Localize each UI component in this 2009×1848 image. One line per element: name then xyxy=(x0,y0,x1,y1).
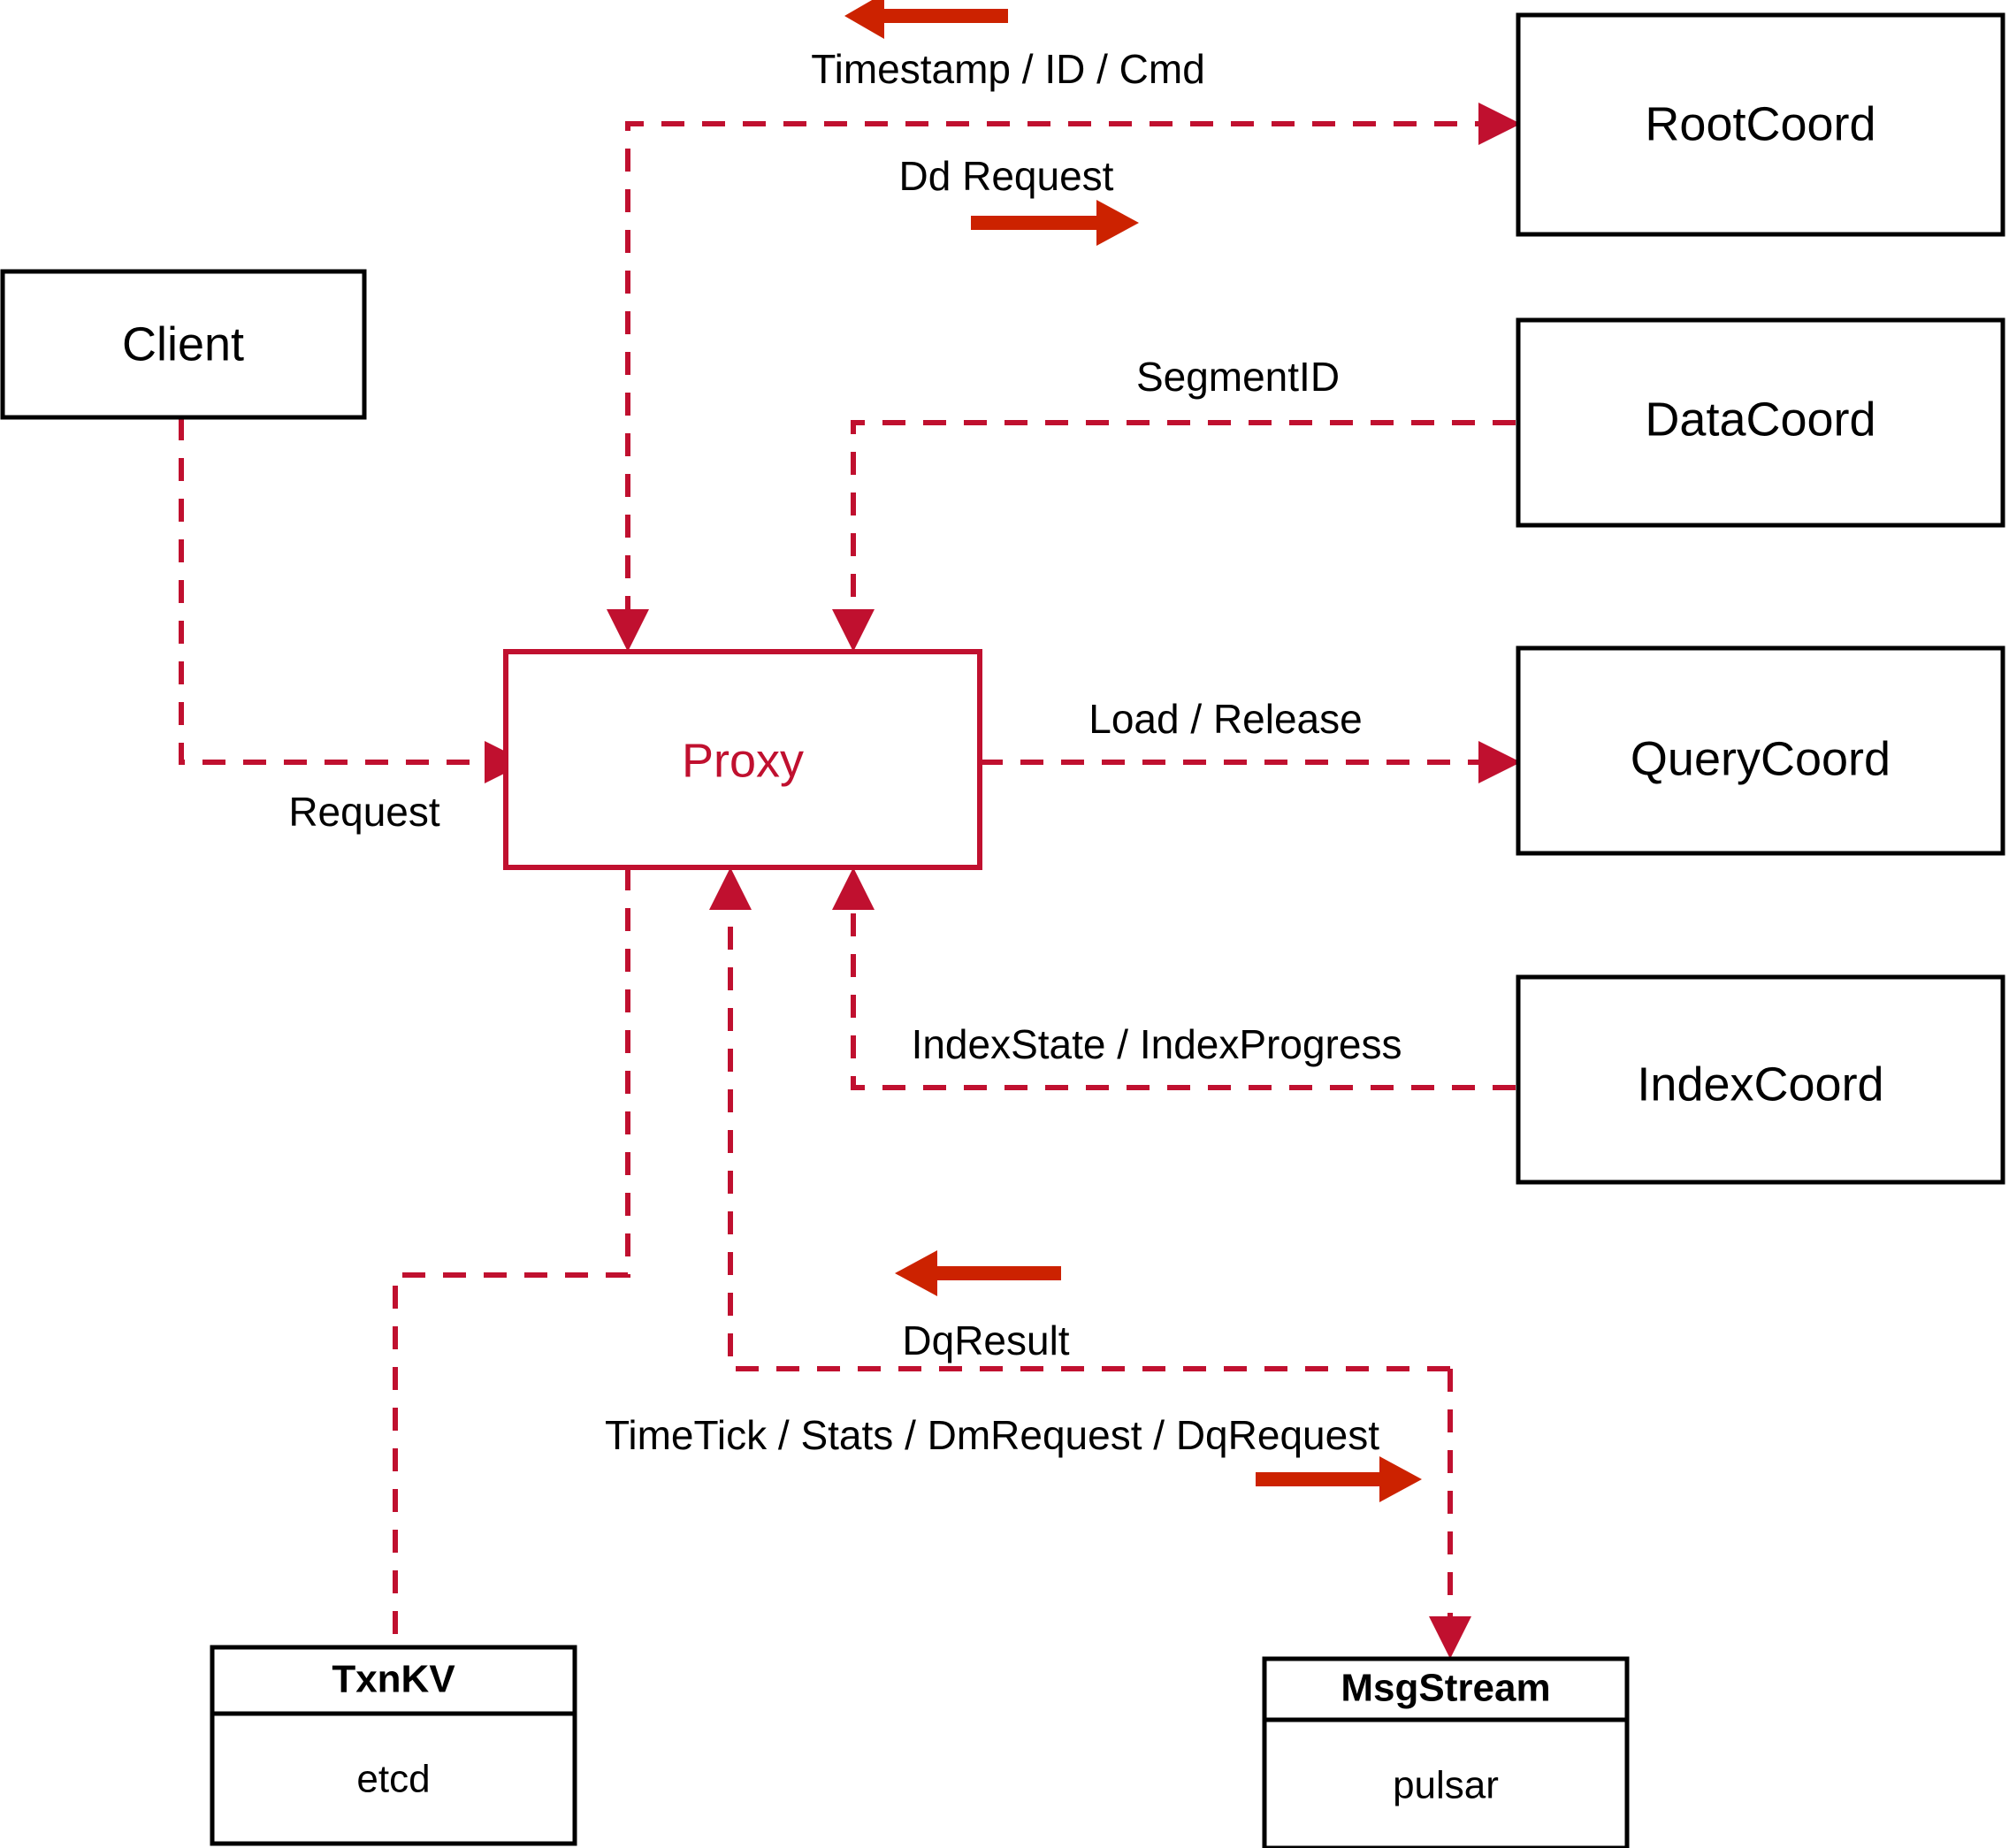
node-indexcoord-box[interactable] xyxy=(1516,974,2005,1185)
edge-label-load-release: Load / Release xyxy=(1089,696,1362,742)
node-proxy-box[interactable] xyxy=(503,649,982,870)
flow-arrow-timetick-head xyxy=(1379,1456,1422,1502)
edge-proxy-to-rootcoord xyxy=(607,103,1521,652)
edge-client-to-proxy xyxy=(179,417,527,783)
node-client-label: Client xyxy=(122,317,244,370)
node-datacoord-box[interactable] xyxy=(1516,317,2005,528)
node-proxy-label: Proxy xyxy=(682,734,804,787)
node-indexcoord-label: IndexCoord xyxy=(1637,1058,1883,1111)
flow-arrow-dqresult-head xyxy=(895,1250,937,1296)
flow-arrow-ddrequest-head xyxy=(1096,200,1139,246)
node-txnkv-box[interactable] xyxy=(210,1645,577,1846)
edge-proxy-to-querycoord xyxy=(980,741,1521,783)
node-txnkv[interactable]: TxnKV etcd xyxy=(210,1645,577,1846)
edge-datacoord-to-proxy xyxy=(832,420,1516,652)
edge-proxy-to-txnkv-path xyxy=(393,867,630,1647)
edge-proxy-to-querycoord-arrowhead xyxy=(1478,741,1521,783)
node-proxy[interactable]: Proxy xyxy=(503,649,982,870)
node-indexcoord[interactable]: IndexCoord xyxy=(1516,974,2005,1185)
flow-arrow-timestamp-left xyxy=(844,0,1008,39)
node-datacoord[interactable]: DataCoord xyxy=(1516,317,2005,528)
flow-arrow-timestamp-head xyxy=(844,0,884,39)
edge-label-index-state-progress: IndexState / IndexProgress xyxy=(912,1021,1402,1067)
node-msgstream-body: pulsar xyxy=(1393,1764,1499,1807)
node-msgstream-box[interactable] xyxy=(1262,1656,1630,1848)
node-txnkv-body: etcd xyxy=(356,1758,430,1801)
node-msgstream-header: MsgStream xyxy=(1341,1667,1550,1710)
edge-label-dq-result: DqResult xyxy=(902,1317,1069,1363)
edge-proxy-to-msgstream-arrowhead xyxy=(1429,1616,1471,1659)
flow-arrow-dqresult-left xyxy=(895,1250,1061,1296)
edge-label-timetick-stats: TimeTick / Stats / DmRequest / DqRequest xyxy=(605,1412,1379,1458)
edge-msgstream-to-proxy-arrowhead xyxy=(709,867,752,910)
node-msgstream[interactable]: MsgStream pulsar xyxy=(1262,1656,1630,1848)
edge-client-to-proxy-path xyxy=(179,417,485,765)
node-rootcoord-box[interactable] xyxy=(1516,12,2005,237)
edge-datacoord-to-proxy-arrowhead xyxy=(832,609,875,652)
node-datacoord-label: DataCoord xyxy=(1645,393,1875,446)
edge-proxy-to-rootcoord-arrowhead xyxy=(1478,103,1521,145)
edge-label-dd-request: Dd Request xyxy=(899,153,1114,199)
edge-rootcoord-to-proxy-arrowhead xyxy=(607,609,649,652)
edge-proxy-to-rootcoord-path xyxy=(625,121,1478,619)
node-rootcoord[interactable]: RootCoord xyxy=(1516,12,2005,237)
edge-indexcoord-to-proxy-arrowhead xyxy=(832,867,875,910)
edge-msgstream-to-proxy-path xyxy=(728,900,1450,1371)
edge-proxy-to-msgstream xyxy=(1429,1369,1471,1659)
node-querycoord-label: QueryCoord xyxy=(1631,732,1891,785)
node-querycoord-box[interactable] xyxy=(1516,645,2005,856)
node-rootcoord-label: RootCoord xyxy=(1645,97,1875,150)
edge-label-request: Request xyxy=(288,789,440,835)
flow-arrow-ddrequest-right xyxy=(971,200,1139,246)
edge-label-segment-id: SegmentID xyxy=(1136,354,1340,400)
edge-label-timestamp-id-cmd: Timestamp / ID / Cmd xyxy=(811,46,1205,92)
node-client[interactable]: Client xyxy=(0,269,367,420)
node-querycoord[interactable]: QueryCoord xyxy=(1516,645,2005,856)
flow-arrow-timetick-right xyxy=(1256,1456,1422,1502)
node-txnkv-header: TxnKV xyxy=(332,1658,455,1701)
edge-msgstream-to-proxy xyxy=(709,867,1450,1371)
edge-proxy-to-txnkv xyxy=(393,867,630,1647)
node-client-box[interactable] xyxy=(0,269,367,420)
edge-datacoord-to-proxy-path xyxy=(851,420,1516,619)
edge-indexcoord-to-proxy xyxy=(832,867,1516,1090)
edge-indexcoord-to-proxy-path xyxy=(851,900,1516,1090)
